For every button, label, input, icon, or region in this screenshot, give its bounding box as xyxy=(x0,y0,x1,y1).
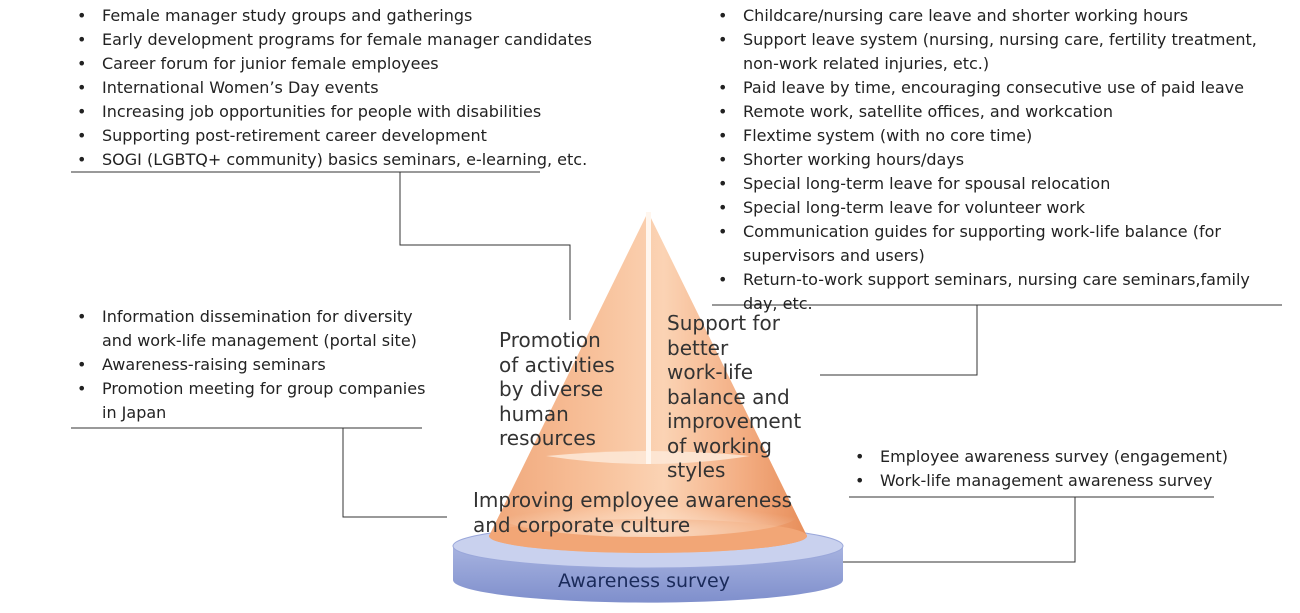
label-line: Improving employee awareness xyxy=(473,488,793,512)
list-item: Employee awareness survey (engagement) xyxy=(849,445,1269,469)
label-corporate-culture: Improving employee awareness and corpora… xyxy=(473,488,792,537)
label-line: resources xyxy=(499,426,596,450)
work-life-activities-list: Childcare/nursing care leave and shorter… xyxy=(712,4,1287,316)
label-line: Support for xyxy=(667,311,780,335)
list-item: Communication guides for supporting work… xyxy=(712,220,1287,268)
label-line: better xyxy=(667,335,729,360)
culture-activities-list: Information dissemination for diversity … xyxy=(71,305,431,425)
list-item: Information dissemination for diversity … xyxy=(71,305,431,353)
cone xyxy=(489,212,807,553)
survey-activities-list: Employee awareness survey (engagement) W… xyxy=(849,445,1269,493)
list-item: Special long-term leave for volunteer wo… xyxy=(712,196,1287,220)
connector-culture xyxy=(71,427,447,518)
label-line: Promotion xyxy=(499,328,601,352)
connector-survey xyxy=(840,496,1214,563)
label-line: and corporate culture xyxy=(473,512,691,537)
list-item: Return-to-work support seminars, nursing… xyxy=(712,268,1287,316)
list-item: Awareness-raising seminars xyxy=(71,353,431,377)
connector-diversity xyxy=(71,171,571,320)
list-item: Special long-term leave for spousal relo… xyxy=(712,172,1287,196)
label-diverse-human-resources: Promotion of activities by diverse human… xyxy=(499,328,615,451)
list-item: Flextime system (with no core time) xyxy=(712,124,1287,148)
list-item: Shorter working hours/days xyxy=(712,148,1287,172)
list-item: SOGI (LGBTQ+ community) basics seminars,… xyxy=(71,148,631,172)
label-line: human xyxy=(499,401,569,426)
diversity-activities-list: Female manager study groups and gatherin… xyxy=(71,4,631,172)
label-awareness-survey: Awareness survey xyxy=(558,570,730,592)
list-item: Support leave system (nursing, nursing c… xyxy=(712,28,1287,76)
list-item: Supporting post-retirement career develo… xyxy=(71,124,631,148)
label-line: by diverse xyxy=(499,377,604,401)
list-item: Career forum for junior female employees xyxy=(71,52,631,76)
list-item: Childcare/nursing care leave and shorter… xyxy=(712,4,1287,28)
label-line: improvement xyxy=(667,409,802,433)
list-item: Work-life management awareness survey xyxy=(849,469,1269,493)
label-line: work-life xyxy=(667,360,754,384)
list-item: Increasing job opportunities for people … xyxy=(71,100,631,124)
list-item: Early development programs for female ma… xyxy=(71,28,631,52)
list-item: Female manager study groups and gatherin… xyxy=(71,4,631,28)
list-item: Remote work, satellite offices, and work… xyxy=(712,100,1287,124)
label-line: of working xyxy=(667,433,772,458)
label-line: styles xyxy=(667,458,726,482)
label-line: balance and xyxy=(667,384,790,409)
list-item: Paid leave by time, encouraging consecut… xyxy=(712,76,1287,100)
list-item: Promotion meeting for group companies in… xyxy=(71,377,431,425)
label-work-life-balance: Support for better work-life balance and… xyxy=(667,311,801,483)
cone-divider xyxy=(646,212,651,464)
label-line: of activities xyxy=(499,352,615,377)
list-item: International Women’s Day events xyxy=(71,76,631,100)
